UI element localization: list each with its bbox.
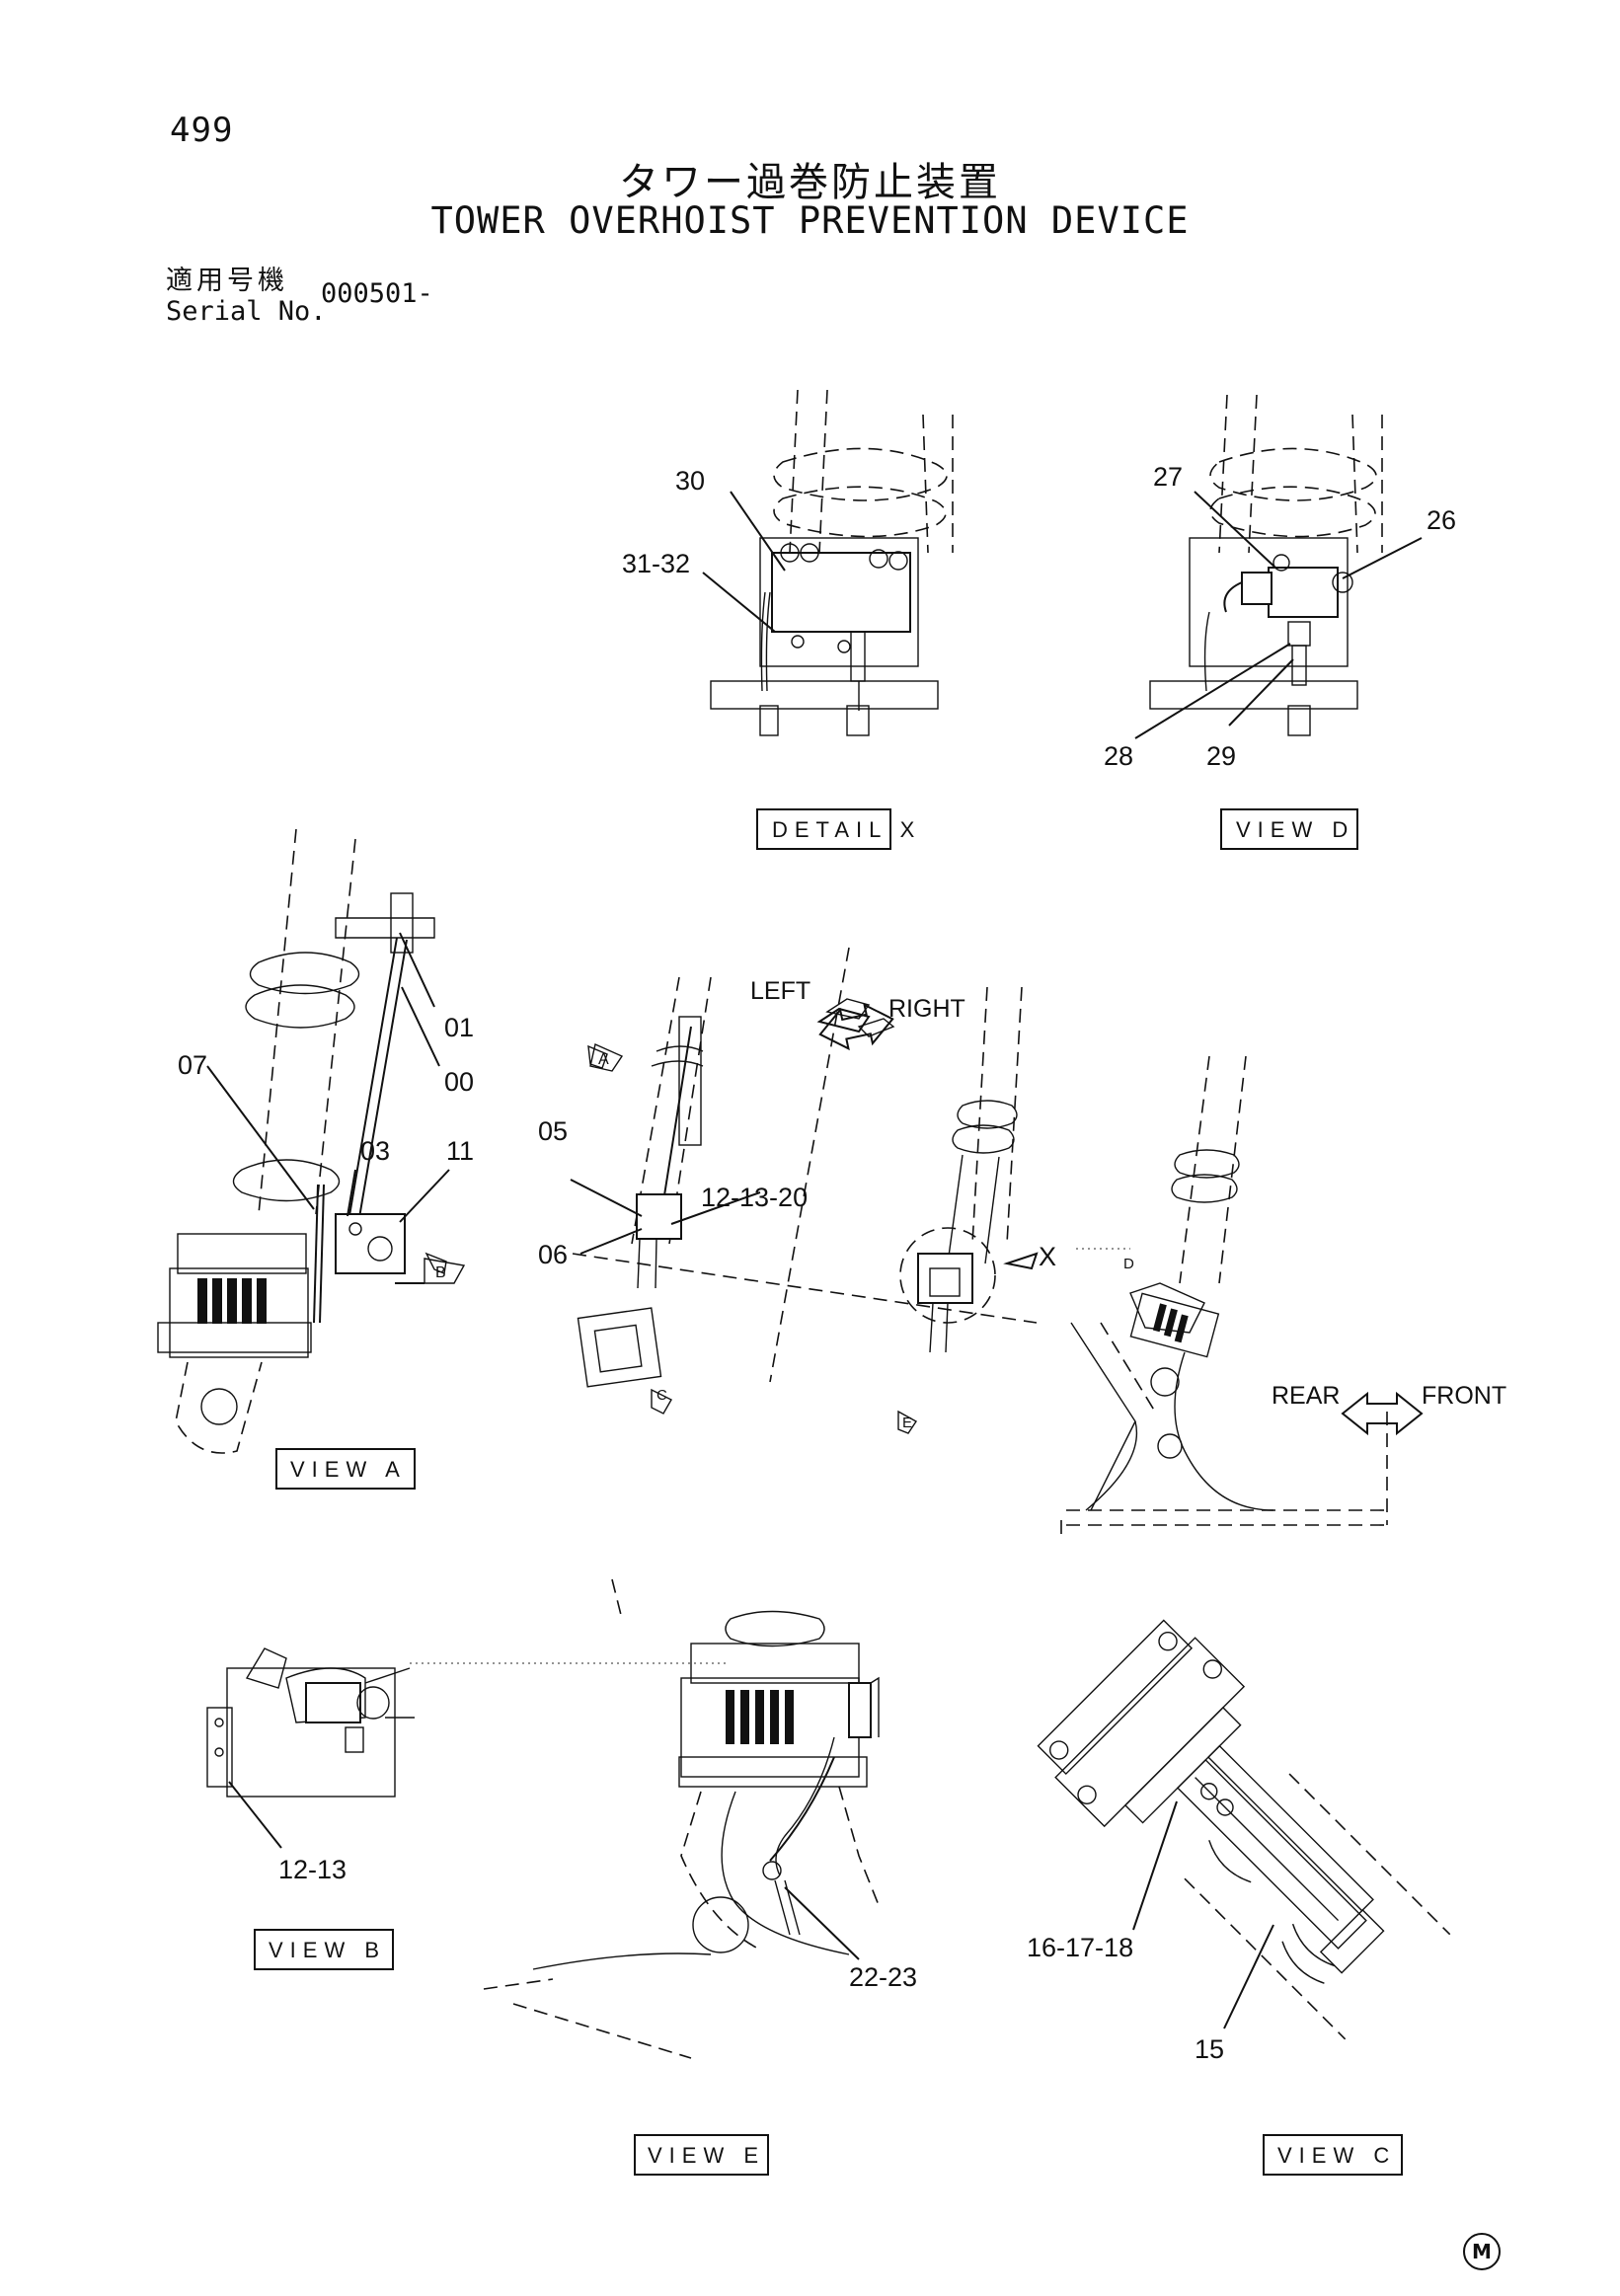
part-label-07: 07 (178, 1050, 207, 1080)
rear-front-arrow (1341, 1391, 1424, 1436)
view-marker-c: C (656, 1387, 667, 1404)
tower-base-drawing (1060, 1055, 1392, 1540)
view-b-drawing (206, 1647, 726, 1849)
view-d-drawing (1134, 394, 1423, 739)
direction-rear: REAR (1272, 1382, 1340, 1410)
part-label-29: 29 (1206, 741, 1236, 771)
detail-x-label: DETAIL X (772, 817, 921, 842)
part-label-06: 06 (538, 1240, 568, 1269)
page-number: 499 (170, 111, 234, 150)
part-label-15: 15 (1195, 2034, 1224, 2064)
left-right-arrow (818, 1003, 894, 1051)
part-label-26: 26 (1427, 505, 1456, 535)
view-d-label-box (1220, 808, 1358, 850)
title-english: TOWER OVERHOIST PREVENTION DEVICE (430, 199, 1190, 242)
part-label-12-13-20: 12-13-20 (701, 1183, 808, 1212)
view-a-label-box (275, 1448, 416, 1490)
view-e-label: VIEW E (648, 2143, 765, 2168)
direction-left: LEFT (750, 977, 810, 1005)
part-label-05: 05 (538, 1116, 568, 1146)
view-a-label: VIEW A (290, 1457, 407, 1482)
part-label-00: 00 (444, 1067, 474, 1097)
view-e-drawing (483, 1578, 880, 2059)
serial-number-value: 000501- (321, 278, 433, 309)
title-japanese: タワー過巻防止装置 (619, 160, 1001, 205)
view-marker-e: E (902, 1415, 912, 1431)
detail-x-drawing (702, 389, 954, 736)
view-d-label: VIEW D (1236, 817, 1354, 842)
center-assembly-drawing (570, 947, 1130, 1434)
view-b-label-box (254, 1929, 394, 1970)
part-label-11: 11 (446, 1136, 474, 1166)
serial-label-english: Serial No. (166, 296, 327, 327)
part-label-31-32: 31-32 (622, 549, 690, 578)
part-label-28: 28 (1104, 741, 1133, 771)
corner-mark: M (1463, 2233, 1501, 2270)
detail-x-label-box (756, 808, 891, 850)
direction-front: FRONT (1422, 1382, 1506, 1410)
view-c-drawing (1037, 1619, 1451, 2040)
part-label-27: 27 (1153, 462, 1183, 492)
part-label-16-17-18: 16-17-18 (1027, 1933, 1133, 1962)
part-label-12-13: 12-13 (278, 1855, 347, 1884)
view-marker-a: A (598, 1051, 609, 1068)
part-label-03: 03 (360, 1136, 390, 1166)
view-marker-d: D (1123, 1256, 1134, 1272)
view-a-drawing (157, 828, 466, 1454)
view-marker-b: B (435, 1264, 446, 1281)
view-b-label: VIEW B (269, 1938, 386, 1962)
part-label-30: 30 (675, 466, 705, 496)
view-e-label-box (634, 2134, 769, 2176)
view-c-label-box (1263, 2134, 1403, 2176)
direction-right: RIGHT (888, 995, 965, 1023)
part-label-01: 01 (444, 1013, 474, 1042)
view-c-label: VIEW C (1277, 2143, 1396, 2168)
serial-label-japanese: 適用号機 (166, 266, 288, 296)
view-marker-x: X (1039, 1242, 1056, 1271)
part-label-22-23: 22-23 (849, 1962, 917, 1992)
